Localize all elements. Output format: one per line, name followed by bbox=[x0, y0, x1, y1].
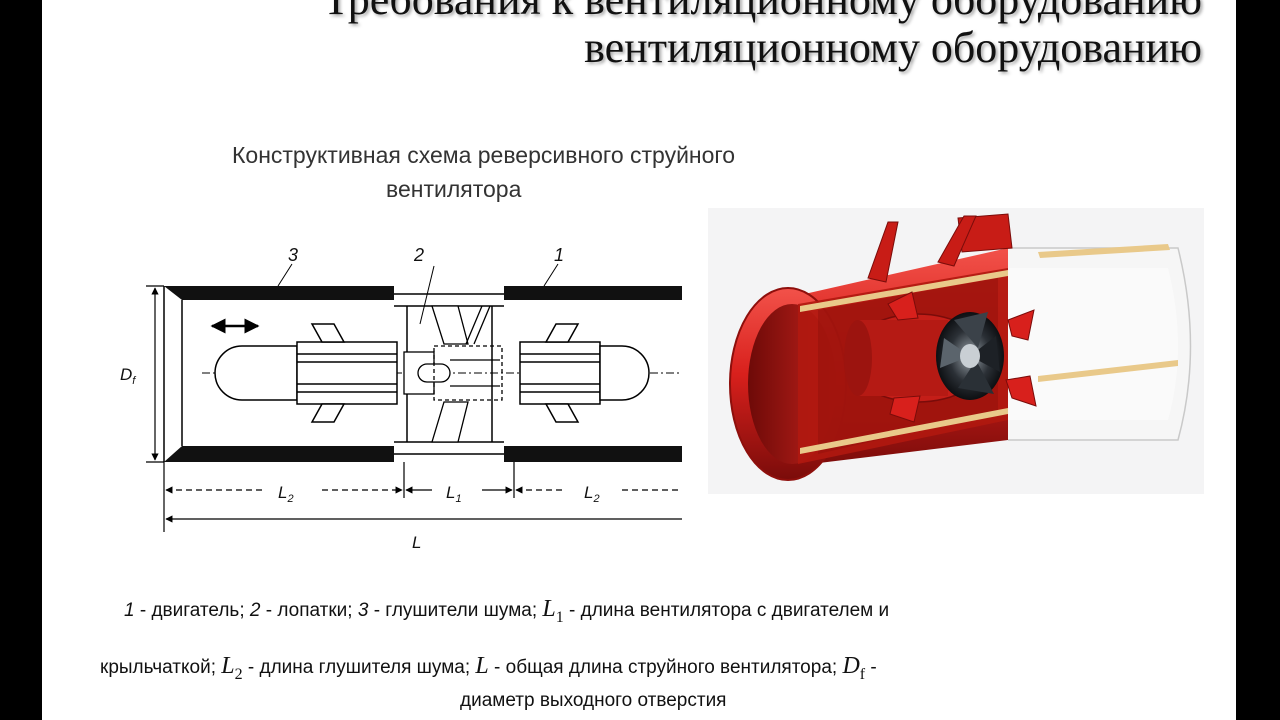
motor-right bbox=[519, 323, 650, 423]
motor-left bbox=[214, 323, 398, 423]
slide: Требования к вентиляционному оборудовани… bbox=[42, 0, 1236, 720]
leader-lines bbox=[277, 263, 559, 325]
silencer-left-bottom bbox=[164, 446, 394, 462]
dimension-lines bbox=[146, 285, 682, 532]
label-blades: 2 bbox=[413, 245, 424, 265]
fan-mounting-brackets bbox=[867, 213, 1013, 283]
caption-line1: 1 - двигатель; 2 - лопатки; 3 - глушител… bbox=[124, 596, 890, 626]
silencer-left-top bbox=[164, 286, 394, 300]
label-motor: 1 bbox=[554, 245, 564, 265]
fan-impeller bbox=[936, 312, 1004, 400]
impeller bbox=[403, 305, 503, 443]
symbol-df: Df bbox=[842, 653, 866, 683]
jet-fan-schematic: 3 2 1 Df L2 L1 L2 L bbox=[120, 245, 682, 552]
slide-title: вентиляционному оборудованию bbox=[584, 23, 1202, 72]
label-length-l1: L1 bbox=[446, 483, 462, 505]
symbol-l2: L2 bbox=[221, 653, 243, 683]
diagram-subtitle-line2: вентилятора bbox=[386, 176, 522, 202]
label-diameter: Df bbox=[120, 365, 136, 387]
label-length-total: L bbox=[412, 533, 421, 552]
fan-sound-liners bbox=[800, 244, 1178, 454]
diagram-subtitle-line1: Конструктивная схема реверсивного струйн… bbox=[232, 142, 736, 168]
symbol-l1: L1 bbox=[542, 596, 564, 626]
symbol-l: L bbox=[475, 653, 489, 679]
slide-title-partial: Требования к вентиляционному оборудовани… bbox=[42, 0, 1202, 25]
casing-outline bbox=[163, 286, 504, 462]
caption-line2: крыльчаткой; L2 - длина глушителя шума; … bbox=[100, 653, 877, 683]
label-length-l2-right: L2 bbox=[584, 483, 600, 505]
fan-guide-vanes bbox=[887, 291, 1037, 423]
label-silencer: 3 bbox=[288, 245, 298, 265]
silencer-right-bottom bbox=[504, 446, 682, 462]
label-length-l2-left: L2 bbox=[278, 483, 294, 505]
caption-line3: диаметр выходного отверстия bbox=[460, 690, 727, 711]
silencer-right-top bbox=[504, 286, 682, 300]
jet-fan-cutaway-picture bbox=[708, 208, 1204, 494]
